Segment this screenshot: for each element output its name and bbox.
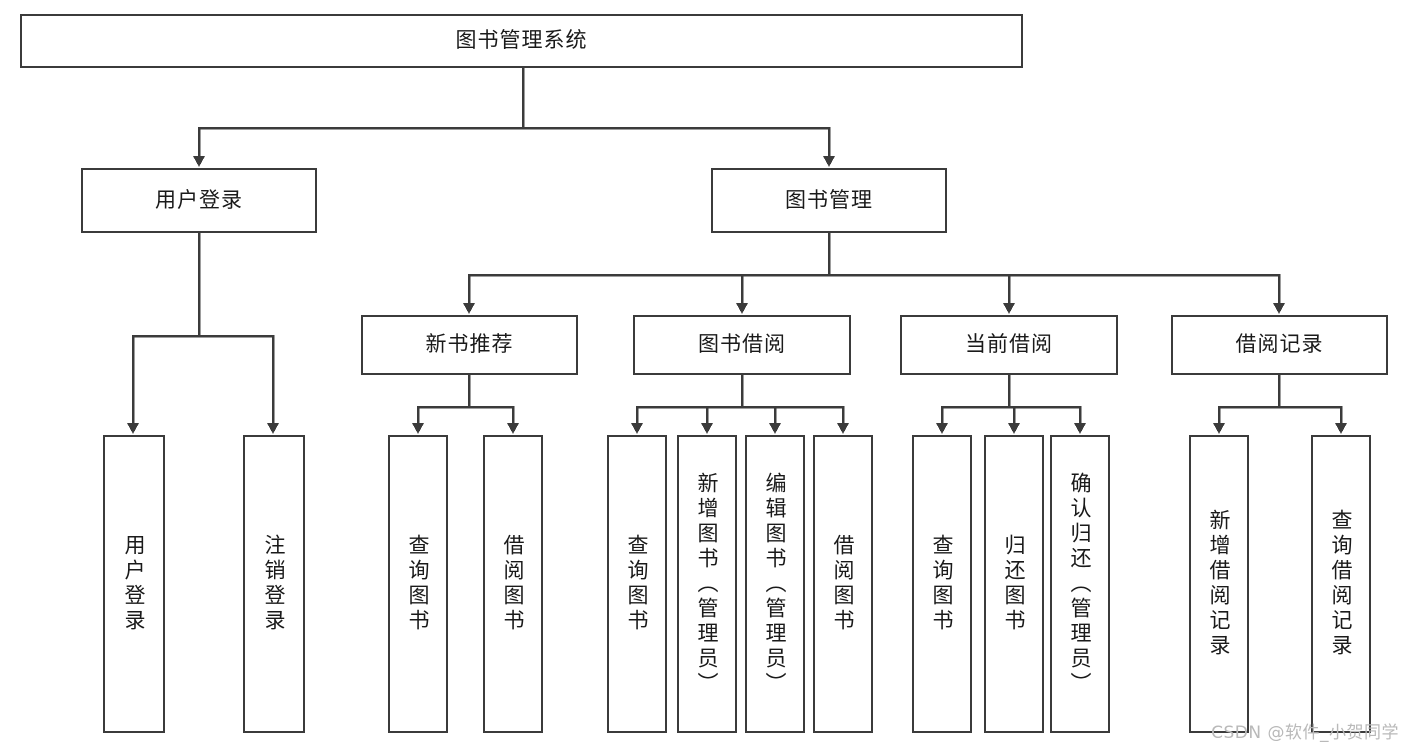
node-label: 图书管理: [785, 187, 873, 212]
leaf-query-book-2[interactable]: 查询图书: [607, 435, 667, 733]
node-label: 借阅记录: [1235, 332, 1324, 357]
node-label: 查询图书: [406, 534, 431, 634]
leaf-query-book-3[interactable]: 查询图书: [912, 435, 972, 733]
node-label: 查询图书: [625, 534, 650, 634]
leaf-add-borrow-record[interactable]: 新增借阅记录: [1189, 435, 1249, 733]
node-new-book-recommend[interactable]: 新书推荐: [361, 315, 578, 375]
node-label: 新增图书（管理员）: [695, 471, 720, 697]
node-label: 借阅图书: [831, 534, 856, 634]
node-label: 新书推荐: [425, 332, 514, 357]
leaf-confirm-return[interactable]: 确认归还（管理员）: [1050, 435, 1110, 733]
node-label: 借阅图书: [501, 534, 526, 634]
leaf-edit-book[interactable]: 编辑图书（管理员）: [745, 435, 805, 733]
node-current-borrow[interactable]: 当前借阅: [900, 315, 1118, 375]
node-user-login[interactable]: 用户登录: [81, 168, 317, 233]
node-borrow-record[interactable]: 借阅记录: [1171, 315, 1388, 375]
leaf-user-login[interactable]: 用户登录: [103, 435, 165, 733]
node-label: 查询图书: [930, 534, 955, 634]
connector-lines: [127, 68, 1347, 434]
node-book-borrow[interactable]: 图书借阅: [633, 315, 851, 375]
node-label: 用户登录: [155, 187, 243, 212]
node-label: 注销登录: [262, 534, 287, 634]
node-label: 图书借阅: [698, 332, 786, 357]
node-label: 归还图书: [1002, 534, 1027, 634]
leaf-return-book[interactable]: 归还图书: [984, 435, 1044, 733]
leaf-add-book[interactable]: 新增图书（管理员）: [677, 435, 737, 733]
node-root-system[interactable]: 图书管理系统: [20, 14, 1023, 68]
node-label: 新增借阅记录: [1207, 509, 1232, 659]
node-label: 编辑图书（管理员）: [763, 471, 788, 697]
leaf-query-book-1[interactable]: 查询图书: [388, 435, 448, 733]
leaf-logout[interactable]: 注销登录: [243, 435, 305, 733]
leaf-borrow-book-2[interactable]: 借阅图书: [813, 435, 873, 733]
node-label: 确认归还（管理员）: [1068, 471, 1093, 697]
node-label: 查询借阅记录: [1329, 509, 1354, 659]
node-label: 用户登录: [122, 534, 147, 634]
node-label: 图书管理系统: [455, 28, 588, 53]
node-label: 当前借阅: [965, 332, 1053, 357]
watermark-credit: CSDN @软件_小贺同学: [1211, 723, 1399, 743]
node-book-manage[interactable]: 图书管理: [711, 168, 947, 233]
leaf-borrow-book-1[interactable]: 借阅图书: [483, 435, 543, 733]
leaf-query-borrow-record[interactable]: 查询借阅记录: [1311, 435, 1371, 733]
